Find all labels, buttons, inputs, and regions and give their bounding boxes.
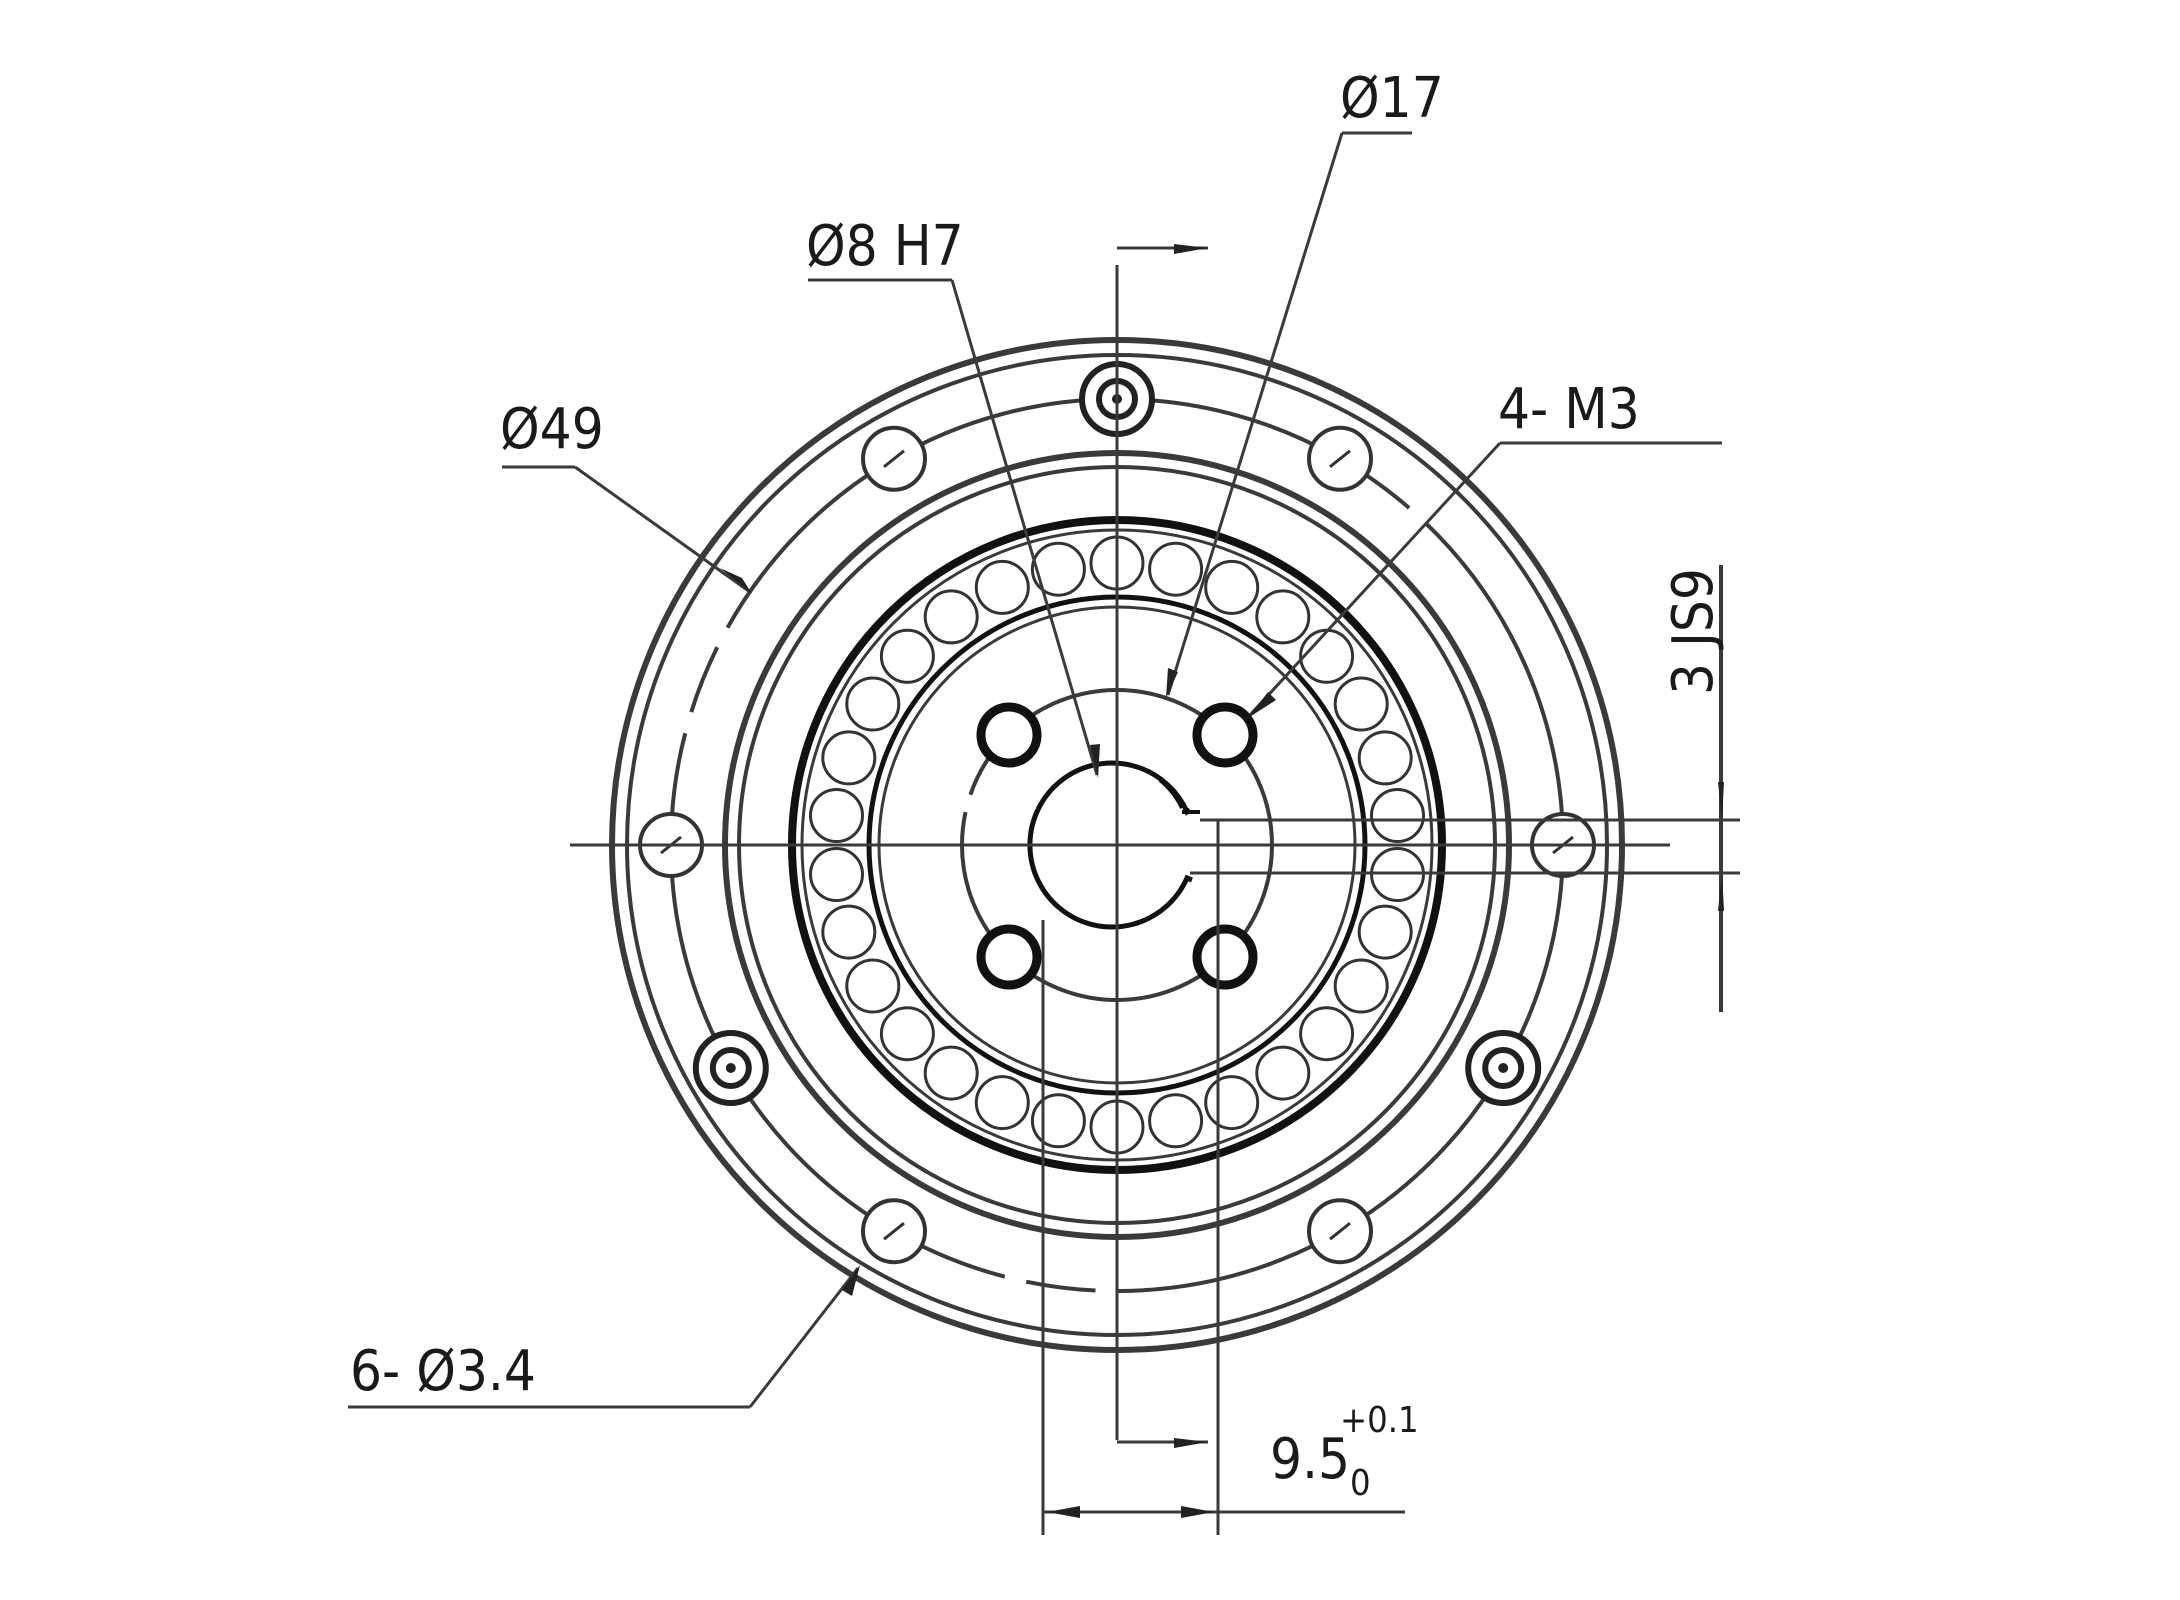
through-hole (1307, 425, 1373, 492)
bearing-ball (1255, 1045, 1311, 1101)
bearing-ball (923, 1045, 979, 1101)
bearing-ball (1333, 958, 1389, 1014)
threaded-hole-circle (1192, 924, 1258, 990)
threaded-hole (1192, 702, 1258, 768)
bearing-ball (974, 559, 1030, 615)
through-hole-mark (1329, 449, 1351, 468)
bearing-ball (1204, 559, 1260, 615)
label-m3: 4- M3 (1498, 377, 1640, 442)
bearing-ball (845, 958, 901, 1014)
label-d34: 6- Ø3.4 (350, 1339, 536, 1404)
bearing-ball (1357, 730, 1413, 786)
label-d49: Ø49 (500, 397, 604, 462)
bearing-ball (1148, 1093, 1204, 1149)
bearing-ball (1299, 1006, 1355, 1062)
counterbore-center (1498, 1063, 1509, 1073)
bearing-ball (974, 1075, 1030, 1131)
keyway-dimension (1190, 565, 1740, 1012)
width-dimension (1041, 820, 1405, 1535)
label-js9: 3 JS9 (1661, 568, 1726, 695)
bearing-ball (809, 788, 864, 843)
threaded-hole (976, 924, 1042, 990)
bearing-balls (809, 535, 1425, 1155)
label-w95: 9.5 (1270, 1427, 1350, 1492)
through-hole-mark (883, 449, 905, 468)
holes (638, 361, 1596, 1265)
leaders (348, 131, 1722, 1409)
label-tol-lower: 0 (1350, 1463, 1371, 1504)
dimension-labels: Ø49 Ø8 H7 Ø17 4- M3 3 JS9 6- Ø3.4 9.5 +0… (350, 66, 1726, 1504)
threaded-hole (1192, 924, 1258, 990)
label-d17: Ø17 (1340, 66, 1444, 131)
through-hole (861, 1198, 927, 1265)
threaded-hole-circle (1192, 702, 1258, 768)
bearing-ball (923, 589, 979, 645)
bearing-ball (1030, 541, 1086, 597)
bearing-ball (821, 904, 877, 960)
bearing-ball (879, 1006, 935, 1062)
bearing-ball (1357, 904, 1413, 960)
centerlines (570, 244, 1670, 1448)
bearing-ball (1255, 589, 1311, 645)
through-hole (1307, 1198, 1373, 1265)
bearing-ball (1204, 1075, 1260, 1131)
counterbore-center (725, 1063, 736, 1073)
bearing-ball (1030, 1093, 1086, 1149)
threaded-hole-circle (976, 702, 1042, 768)
label-tol-upper: +0.1 (1340, 1400, 1419, 1441)
through-hole (861, 425, 927, 492)
label-d8h7: Ø8 H7 (806, 214, 964, 279)
bearing-ball (1148, 541, 1204, 597)
through-hole-mark (883, 1222, 905, 1241)
threaded-hole (976, 702, 1042, 768)
bearing-ball (879, 628, 935, 684)
counterbore-hole (692, 1030, 769, 1106)
threaded-hole-circle (976, 924, 1042, 990)
bearing-ball (809, 847, 864, 902)
bearing-ball (1333, 676, 1389, 732)
bearing-ball (845, 676, 901, 732)
bearing-ball (1370, 788, 1425, 843)
bearing-ball (1299, 628, 1355, 684)
through-hole-mark (1329, 1222, 1351, 1241)
counterbore-hole (1465, 1030, 1542, 1106)
bearing-ball (821, 730, 877, 786)
